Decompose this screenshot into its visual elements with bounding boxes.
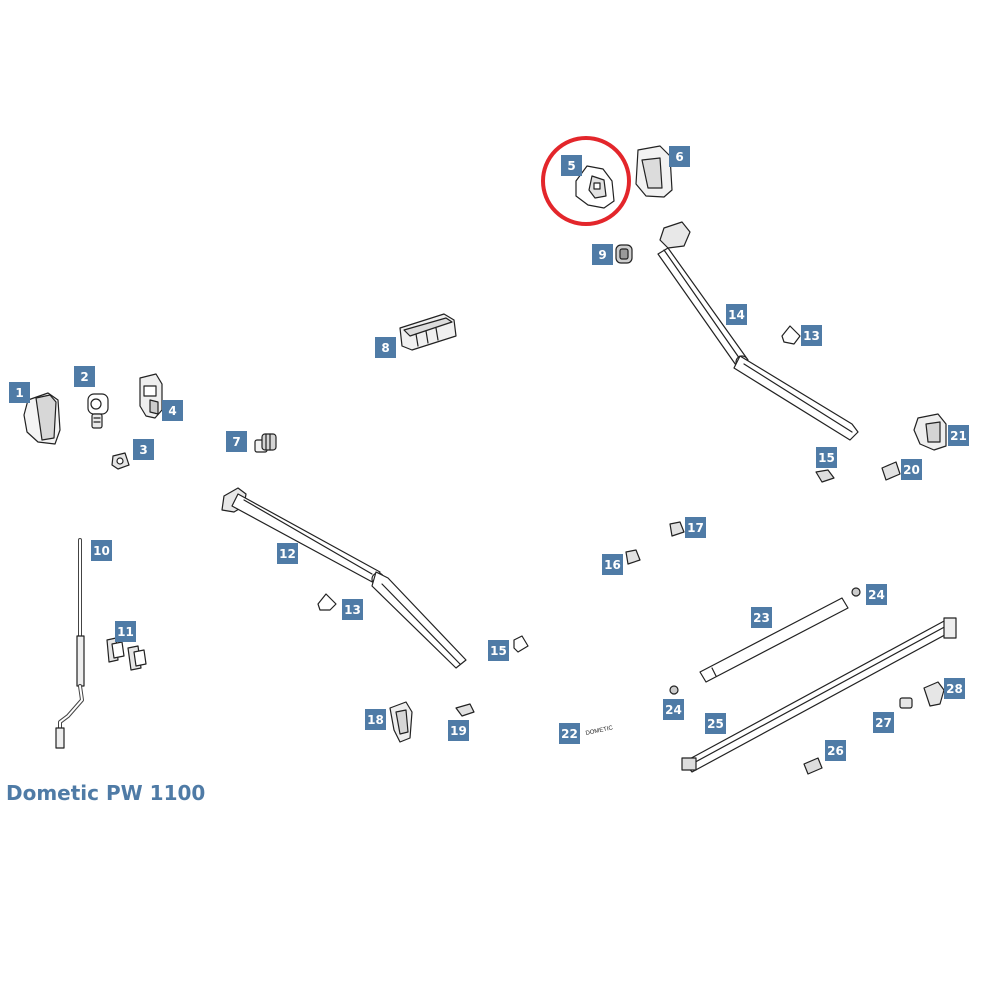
- highlight-circle: [541, 136, 631, 226]
- callout-18: 18: [365, 709, 386, 730]
- callout-17: 17: [685, 517, 706, 538]
- callout-22: 22: [559, 723, 580, 744]
- part-24-cap-lower: [670, 686, 678, 694]
- part-9-gear: [616, 245, 632, 263]
- part-28-bracket: [924, 682, 944, 706]
- part-1-end-cap: [24, 393, 60, 444]
- callout-24-upper: 24: [866, 584, 887, 605]
- callout-9: 9: [592, 244, 613, 265]
- callout-21: 21: [948, 425, 969, 446]
- part-5-bracket: [576, 166, 614, 208]
- callout-25: 25: [705, 713, 726, 734]
- part-7-bushing: [255, 434, 276, 452]
- callout-5: 5: [561, 155, 582, 176]
- callout-15-lower: 15: [488, 640, 509, 661]
- callout-1: 1: [9, 382, 30, 403]
- callout-13-upper: 13: [801, 325, 822, 346]
- callout-8: 8: [375, 337, 396, 358]
- part-24-cap-upper: [852, 588, 860, 596]
- part-6-cover: [636, 146, 672, 197]
- part-13-link-lower: [318, 594, 336, 610]
- part-10-crank: [56, 540, 84, 748]
- part-11-clips: [107, 638, 146, 670]
- callout-28: 28: [944, 678, 965, 699]
- callout-13-lower: 13: [342, 599, 363, 620]
- callout-6: 6: [669, 146, 690, 167]
- callout-20: 20: [901, 459, 922, 480]
- part-15-cap-upper: [816, 470, 834, 482]
- callout-3: 3: [133, 439, 154, 460]
- callout-4: 4: [162, 400, 183, 421]
- product-title: Dometic PW 1100: [6, 781, 206, 805]
- part-2-knob: [88, 394, 108, 428]
- part-18-bracket: [390, 702, 412, 742]
- part-25-rail: [682, 618, 956, 772]
- callout-27: 27: [873, 712, 894, 733]
- callout-15-upper: 15: [816, 447, 837, 468]
- part-19-clip: [456, 704, 474, 716]
- part-22-text: DOMETIC: [585, 725, 614, 737]
- part-3-nut: [112, 453, 129, 469]
- callout-24-lower: 24: [663, 699, 684, 720]
- callout-7: 7: [226, 431, 247, 452]
- part-23-tube: [700, 598, 848, 682]
- callout-10: 10: [91, 540, 112, 561]
- part-20-clip: [882, 462, 900, 480]
- part-12-arm: [222, 488, 466, 668]
- part-16-clip: [626, 550, 640, 564]
- part-13-link-upper: [782, 326, 800, 344]
- callout-23: 23: [751, 607, 772, 628]
- callout-11: 11: [115, 621, 136, 642]
- part-21-bracket: [914, 414, 946, 450]
- part-15-cap-lower: [514, 636, 528, 652]
- part-8-clamp: [400, 314, 456, 350]
- part-27-clip: [900, 698, 912, 708]
- callout-14: 14: [726, 304, 747, 325]
- part-17-clip: [670, 522, 684, 536]
- callout-12: 12: [277, 543, 298, 564]
- part-26-clip: [804, 758, 822, 774]
- callout-26: 26: [825, 740, 846, 761]
- part-4-bracket: [140, 374, 162, 418]
- part-14-arm: [658, 222, 858, 440]
- callout-19: 19: [448, 720, 469, 741]
- callout-16: 16: [602, 554, 623, 575]
- callout-2: 2: [74, 366, 95, 387]
